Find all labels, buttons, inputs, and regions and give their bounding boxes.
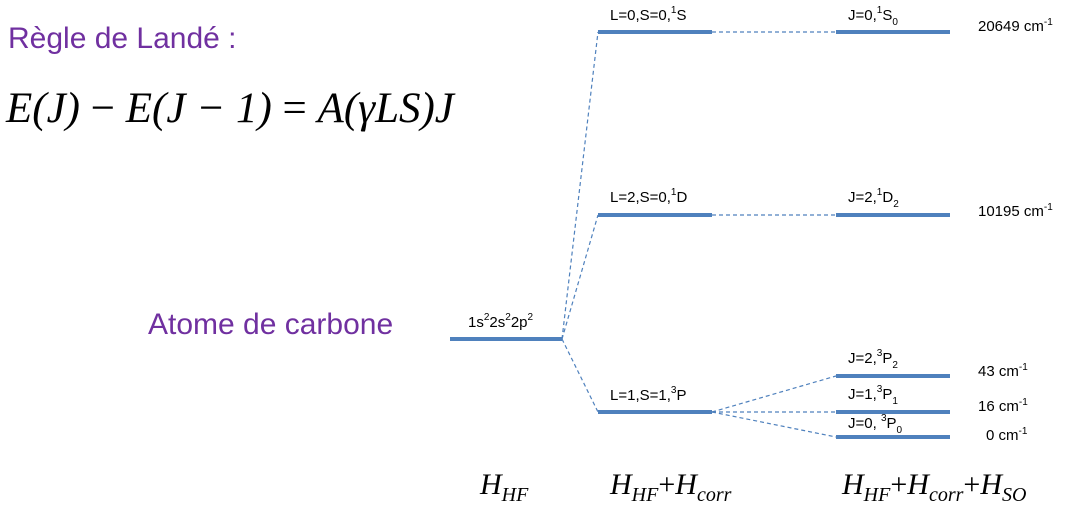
J-label-3P2: J=2,3P2 [848,348,898,371]
energy-3P0: 0 cm-1 [986,426,1028,444]
formula-lhs-a: E(J) [6,85,80,132]
lande-formula: E(J) − E(J − 1) = A(γLS)J [6,84,454,133]
formula-rhs: A(γLS)J [317,85,454,132]
term-label-3P: L=1,S=1,3P [610,385,687,404]
energy-1S0: 20649 cm-1 [978,17,1053,35]
J-label-1S0: J=0,1S0 [848,5,898,28]
connector-3P-J2 [711,375,837,413]
connector-3P-J0 [711,411,837,438]
energy-1D2: 10195 cm-1 [978,202,1053,220]
J-label-1D2: J=2,1D2 [848,187,899,210]
config-label: 1s22s22p2 [468,312,534,331]
formula-equals: = [282,85,307,132]
energy-3P1: 16 cm-1 [978,397,1028,415]
term-label-1D: L=2,S=0,1D [610,187,688,206]
J-label-3P1: J=1,3P1 [848,384,898,407]
energy-3P2: 43 cm-1 [978,362,1028,380]
connector-config-1S [561,31,599,340]
hamiltonian-hf-corr-so: HHF+Hcorr+HSO [842,468,1027,506]
formula-minus: − [90,85,116,132]
J-label-3P0: J=0, 3P0 [848,413,903,436]
connector-config-3P [561,338,599,413]
term-label-1S: L=0,S=0,1S [610,5,687,24]
page-title: Règle de Landé : [8,22,237,55]
hamiltonian-hf: HHF [480,468,529,506]
formula-lhs-b: E(J − 1) [125,85,272,132]
connector-config-1D [561,214,599,340]
hamiltonian-hf-corr: HHF+Hcorr [610,468,732,506]
atom-label: Atome de carbone [148,308,394,341]
